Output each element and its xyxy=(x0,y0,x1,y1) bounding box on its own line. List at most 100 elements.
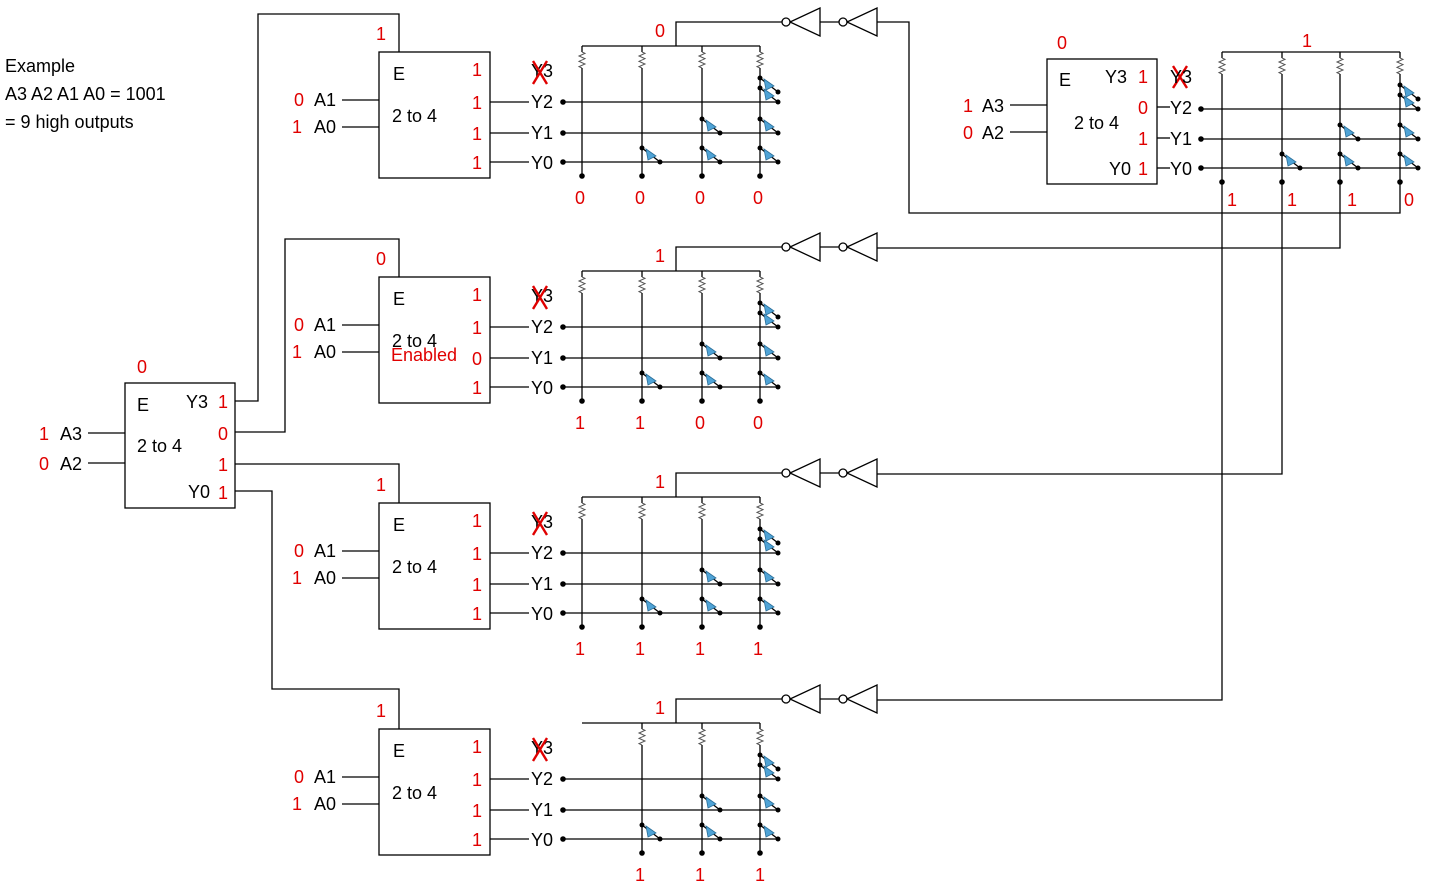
sub-decoder-a0-value: 1 xyxy=(292,117,302,137)
column-output-value: 1 xyxy=(635,865,645,885)
main-decoder-enable-value: 0 xyxy=(137,357,147,377)
diode xyxy=(639,596,663,616)
top-decoder-y1-out-label: Y1 xyxy=(1170,129,1192,149)
sub-decoder-y1-value: 1 xyxy=(472,124,482,144)
sub-decoder-y1-out-label: Y1 xyxy=(531,800,553,820)
main-decoder: E 2 to 4 Y3 Y0 0 A3 A2 1 0 1 0 1 1 xyxy=(39,13,400,729)
sub-decoder-a0-value: 1 xyxy=(292,794,302,814)
inverter-gate xyxy=(845,457,878,489)
column-output-node xyxy=(699,624,705,630)
diode xyxy=(757,341,781,361)
sub-decoder-y2-out-label: Y2 xyxy=(531,92,553,112)
resistor xyxy=(1335,57,1345,75)
sub-decoder-a1-value: 0 xyxy=(294,90,304,110)
top-decoder-a3-value: 1 xyxy=(963,96,973,116)
top-decoder-y3-label: Y3 xyxy=(1105,67,1127,87)
column-output-node xyxy=(639,173,645,179)
column-output-node xyxy=(639,850,645,856)
top-grid-supply-value: 1 xyxy=(1302,31,1312,51)
top-grid-output-2: 1 xyxy=(1347,190,1357,210)
resistor xyxy=(697,502,707,520)
sub-decoder-y3-value: 1 xyxy=(472,285,482,305)
column-output-node xyxy=(757,398,763,404)
inverter-gate xyxy=(845,6,878,38)
resistor xyxy=(697,276,707,294)
diode xyxy=(757,536,781,556)
sub-decoder-y0-out-label: Y0 xyxy=(531,830,553,850)
resistor xyxy=(1217,57,1227,75)
column-output-value: 0 xyxy=(575,188,585,208)
sub-decoder-box xyxy=(378,276,491,404)
resistor xyxy=(1395,57,1405,75)
sub-decoder-enable-label: E xyxy=(393,515,405,535)
sub-decoder-a0-value: 1 xyxy=(292,568,302,588)
sub-decoder-y2-value: 1 xyxy=(472,318,482,338)
sub-grid-supply-value: 1 xyxy=(655,246,665,266)
top-decoder-box xyxy=(1046,58,1158,185)
top-decoder-y0-label: Y0 xyxy=(1109,159,1131,179)
main-decoder-y2-value: 0 xyxy=(218,424,228,444)
diode xyxy=(639,822,663,842)
sub-decoder-y2-out-label: Y2 xyxy=(531,317,553,337)
feedback-wires xyxy=(877,21,1401,701)
resistor xyxy=(697,51,707,69)
sub-decoder-y2-value: 1 xyxy=(472,544,482,564)
column-output-value: 0 xyxy=(753,413,763,433)
sub-decoder-y1-value: 1 xyxy=(472,575,482,595)
sub-decoder-a1-value: 0 xyxy=(294,541,304,561)
resistor xyxy=(577,502,587,520)
column-output-value: 1 xyxy=(753,639,763,659)
resistor xyxy=(755,728,765,746)
column-output-node xyxy=(639,624,645,630)
column-output-node xyxy=(757,624,763,630)
main-decoder-y3-value: 1 xyxy=(218,392,228,412)
main-decoder-a3-value: 1 xyxy=(39,424,49,444)
sub-decoder-note: Enabled xyxy=(391,345,457,365)
main-decoder-a2-label: A2 xyxy=(60,454,82,474)
sub-decoder-a1-label: A1 xyxy=(314,315,336,335)
diode xyxy=(699,822,723,842)
inverter-gate xyxy=(845,231,878,263)
sub-decoder-y1-out-label: Y1 xyxy=(531,574,553,594)
inverter-gate xyxy=(788,457,821,489)
sub-decoder-type: 2 to 4 xyxy=(392,557,437,577)
example-title: Example xyxy=(5,56,75,76)
column-output-node xyxy=(639,398,645,404)
sub-decoder-type: 2 to 4 xyxy=(392,331,437,351)
sub-decoder-2: E2 to 41A1A0011111Y3Y2Y1Y011111 xyxy=(292,457,878,659)
sub-decoder-enable-label: E xyxy=(393,741,405,761)
top-decoder-y3-value: 1 xyxy=(1138,67,1148,87)
top-decoder-y0-out-label: Y0 xyxy=(1170,159,1192,179)
top-decoder-enable-value: 0 xyxy=(1057,33,1067,53)
sub-decoder-box xyxy=(378,728,491,856)
resistor xyxy=(637,276,647,294)
sub-decoder-a0-value: 1 xyxy=(292,342,302,362)
top-decoder-type: 2 to 4 xyxy=(1074,113,1119,133)
diode xyxy=(699,567,723,587)
main-decoder-y1-value: 1 xyxy=(218,455,228,475)
sub-decoder-a1-label: A1 xyxy=(314,541,336,561)
column-output-node xyxy=(579,398,585,404)
sub-decoder-enable-value: 1 xyxy=(376,701,386,721)
diode xyxy=(757,370,781,390)
sub-grid-supply-value: 1 xyxy=(655,472,665,492)
main-decoder-a2-value: 0 xyxy=(39,454,49,474)
diode xyxy=(1337,151,1361,171)
resistor xyxy=(755,276,765,294)
example-note: Example A3 A2 A1 A0 = 1001 = 9 high outp… xyxy=(5,56,166,132)
diode xyxy=(757,822,781,842)
diode xyxy=(757,75,781,95)
column-output-node xyxy=(757,173,763,179)
top-decoder-a2-value: 0 xyxy=(963,123,973,143)
sub-decoder-a1-value: 0 xyxy=(294,767,304,787)
resistor xyxy=(755,502,765,520)
sub-decoder-3: E2 to 41A1A0011111Y3Y2Y1Y01111 xyxy=(292,683,878,885)
example-input: A3 A2 A1 A0 = 1001 xyxy=(5,84,166,104)
sub-decoder-y0-out-label: Y0 xyxy=(531,604,553,624)
column-output-value: 0 xyxy=(695,413,705,433)
diode xyxy=(757,567,781,587)
sub-decoder-a1-label: A1 xyxy=(314,767,336,787)
sub-decoder-y1-out-label: Y1 xyxy=(531,348,553,368)
sub-decoder-1: E2 to 40A1A0011101EnabledY3Y2Y1Y011100 xyxy=(292,231,878,433)
top-decoder: E Y3 2 to 4 Y0 0 A3 A2 1 0 1 0 1 1 Y3 Y2… xyxy=(963,31,1421,210)
